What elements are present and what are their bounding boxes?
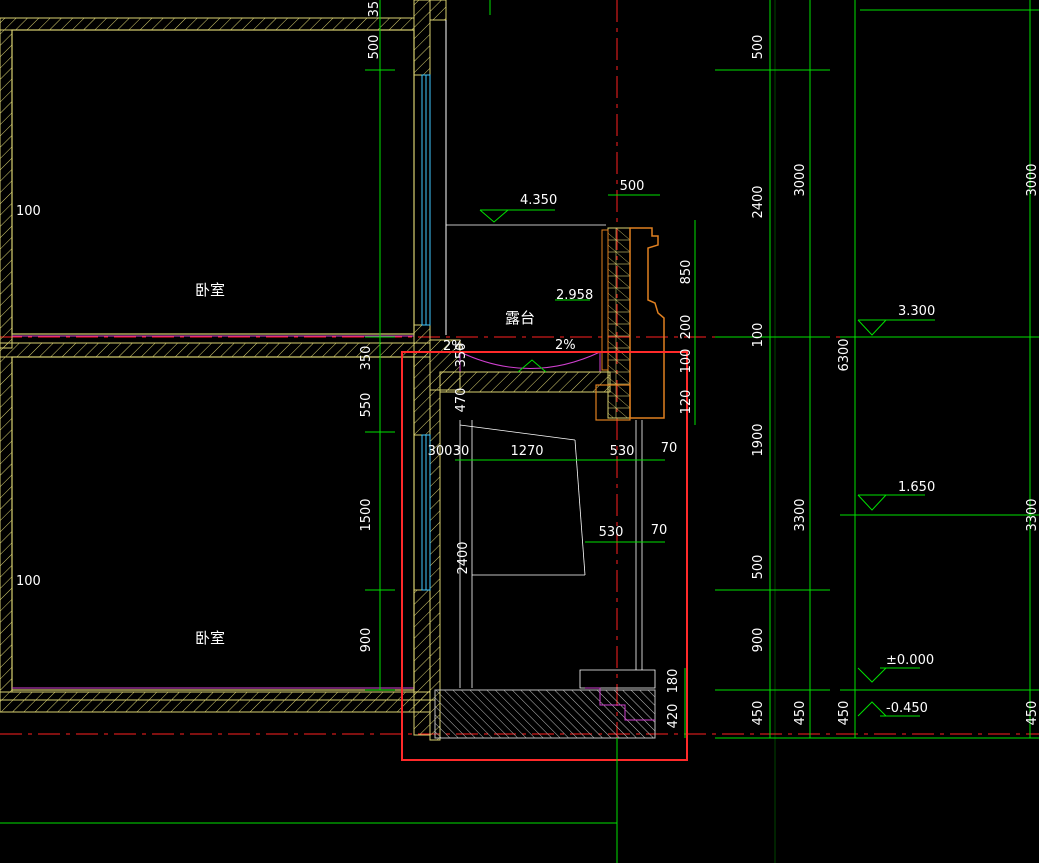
dimension-text: 450 (1025, 701, 1039, 726)
ground-slab (434, 689, 656, 739)
dimension-text: 1900 (751, 423, 766, 456)
dimension-text: 300 (428, 444, 453, 459)
dimension-text: 550 (359, 393, 374, 418)
dimension-text: 850 (679, 260, 694, 285)
dimension-text: 70 (651, 523, 668, 538)
elevation-label: 4.350 (520, 193, 557, 208)
vertical-dimension-texts: 350 500 350 550 1500 900 850 200 100 120 470 350 240… (359, 0, 1039, 728)
elevation-label: ±0.000 (886, 653, 934, 668)
dimension-text: 100 (751, 323, 766, 348)
bay-window (459, 420, 656, 689)
window-upper (421, 74, 431, 326)
elevation-label: 2.958 (556, 288, 593, 303)
dimension-text: 530 (599, 525, 624, 540)
dimension-text: 2400 (456, 541, 471, 574)
room-label-lower: 卧室 (195, 629, 225, 647)
elevation-label: 1.650 (898, 480, 935, 495)
dimension-text: 500 (620, 179, 645, 194)
slope-label: 2% (555, 338, 576, 353)
dimension-text: 6300 (837, 338, 852, 371)
slope-label: 2% (443, 339, 464, 354)
dimension-lines (365, 0, 1039, 739)
dimension-text: 2400 (751, 185, 766, 218)
dimension-text: 530 (610, 444, 635, 459)
wall-label-upper: 100 (16, 204, 41, 219)
dimension-text: 350 (359, 346, 374, 371)
dimension-text: 450 (793, 701, 808, 726)
dimension-text: 70 (661, 441, 678, 456)
dimension-text: 900 (751, 628, 766, 653)
dimension-text: 30 (453, 444, 470, 459)
dimension-text: 470 (454, 388, 469, 413)
wall-label-lower: 100 (16, 574, 41, 589)
room-label-upper: 卧室 (195, 281, 225, 299)
dimension-text: 450 (837, 701, 852, 726)
dimension-text: 3300 (793, 498, 808, 531)
dimension-text: 3300 (1025, 498, 1039, 531)
terrace-slab (439, 224, 611, 393)
dimension-text: 350 (367, 0, 382, 17)
highlight-box (401, 351, 688, 761)
dimension-text: 1270 (510, 444, 543, 459)
dimension-text: 120 (679, 390, 694, 415)
dimension-text: 200 (679, 315, 694, 340)
elevation-label: 3.300 (898, 304, 935, 319)
parapet (595, 227, 665, 421)
exterior-wall (413, 0, 461, 741)
dimension-text: 180 (666, 669, 681, 694)
dimension-text: 900 (359, 628, 374, 653)
dimension-text: 500 (751, 555, 766, 580)
dimension-text: 100 (679, 349, 694, 374)
room-label-terrace: 露台 (505, 309, 535, 327)
dimension-text: 1500 (359, 498, 374, 531)
dimension-text: 420 (666, 704, 681, 729)
dimension-text: 500 (751, 35, 766, 60)
dimension-text: 3000 (793, 163, 808, 196)
dimension-text: 500 (367, 35, 382, 60)
lower-bedroom (0, 356, 431, 713)
dimension-text: 450 (751, 701, 766, 726)
dimension-text: 3000 (1025, 163, 1039, 196)
elevation-label: -0.450 (886, 701, 928, 716)
window-lower (421, 434, 431, 591)
dimension-text: 350 (454, 343, 469, 368)
